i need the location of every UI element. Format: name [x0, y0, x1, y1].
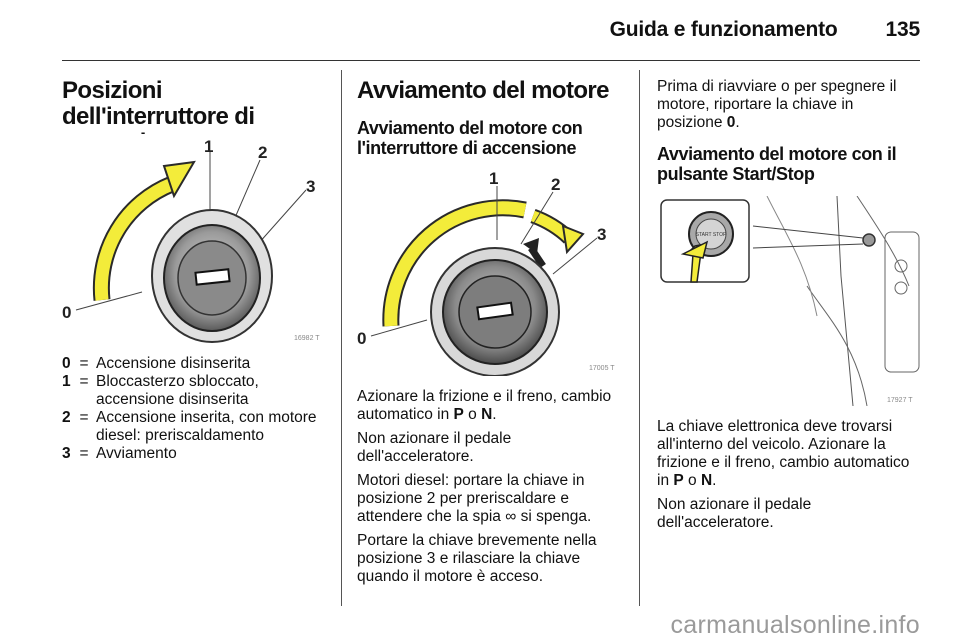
fig2-label-0: 0: [357, 329, 366, 348]
legend-text: Accensione disinserita: [96, 355, 251, 372]
subheading-ignition-switch: Avviamento del motore con l'interruttore…: [357, 118, 583, 158]
fig3-code: 17927 T: [887, 397, 913, 404]
start-button-small: [862, 233, 876, 247]
center-console: [884, 231, 920, 373]
arrow-head: [162, 160, 196, 199]
fig1-label-0: 0: [62, 303, 71, 322]
legend-key: 2: [62, 409, 71, 426]
fig1-label-3: 3: [306, 177, 315, 196]
leader-line-0: [75, 291, 143, 311]
legend-text: Bloccasterzo sbloccato, accensione disin…: [96, 373, 259, 408]
subheading-start-stop: Avviamento del motore con il pulsante St…: [657, 144, 897, 184]
dash-edge: [836, 196, 854, 406]
fig2-label-3: 3: [597, 225, 606, 244]
leader-line-3: [257, 189, 307, 245]
start-arrow-head: [561, 224, 585, 255]
section-heading-engine-start: Avviamento del motore: [357, 77, 610, 104]
legend-key: 3: [62, 445, 71, 462]
header-rule: [62, 60, 920, 61]
key-slot-icon: [194, 268, 231, 286]
header-title: Guida e funzionamento: [609, 18, 838, 41]
column-divider-2: [639, 70, 640, 606]
return-arrow-head: [523, 238, 539, 254]
column-divider-1: [341, 70, 342, 606]
ignition-positions-figure: 1 2 3 0 16982 T: [62, 134, 330, 344]
paragraph: Motori diesel: portare la chiave in posi…: [357, 472, 592, 525]
leader-line-2: [233, 159, 261, 221]
fig1-label-1: 1: [204, 137, 213, 156]
paragraph: Non azionare il pedale dell'acceleratore…: [357, 430, 512, 465]
button-text: START STOP: [696, 232, 727, 238]
column-3: Prima di riavviare o per spegnere il mot…: [657, 78, 921, 184]
paragraph: La chiave elettronica deve trovarsi all'…: [657, 418, 910, 489]
fig2-label-1: 1: [489, 169, 498, 188]
glow-plug-icon: ∞: [505, 508, 517, 525]
watermark: carmanualsonline.info: [670, 611, 920, 639]
paragraph: Azionare la frizione e il freno, cambio …: [357, 388, 612, 423]
column-2: Avviamento del motore Avviamento del mot…: [357, 77, 629, 159]
column-2-body: Azionare la frizione e il freno, cambio …: [357, 388, 629, 586]
paragraph: Prima di riavviare o per spegnere il mot…: [657, 78, 897, 131]
key-slot-icon: [476, 301, 514, 321]
legend-key: 0: [62, 355, 71, 372]
page-number: 135: [885, 18, 921, 41]
fig1-code: 16982 T: [294, 335, 320, 342]
rotation-arrow: [94, 177, 175, 301]
fig2-label-2: 2: [551, 175, 560, 194]
legend-item: 2=Accensione inserita, con motore diesel…: [62, 409, 330, 445]
paragraph: Portare la chiave brevemente nella posiz…: [357, 532, 597, 585]
page-header: Guida e funzionamento 135: [609, 18, 921, 42]
engine-start-figure: 1 2 3 0 17005 T: [357, 166, 621, 376]
fig2-code: 17005 T: [589, 365, 615, 372]
legend-key: 1: [62, 373, 71, 390]
legend-item: 1=Bloccasterzo sbloccato, accensione dis…: [62, 373, 330, 409]
legend-text: Avviamento: [96, 445, 177, 462]
paragraph: Non azionare il pedale dell'acceleratore…: [657, 496, 812, 531]
legend-item: 0=Accensione disinserita: [62, 355, 330, 373]
legend-text: Accensione inserita, con motore diesel: …: [96, 409, 317, 444]
fig1-label-2: 2: [258, 143, 267, 162]
start-stop-figure: START STOP 17927 T: [657, 196, 921, 406]
column-3-body: La chiave elettronica deve trovarsi all'…: [657, 418, 921, 532]
legend-item: 3=Avviamento: [62, 445, 330, 463]
legend-list: 0=Accensione disinserita 1=Bloccasterzo …: [62, 355, 330, 463]
